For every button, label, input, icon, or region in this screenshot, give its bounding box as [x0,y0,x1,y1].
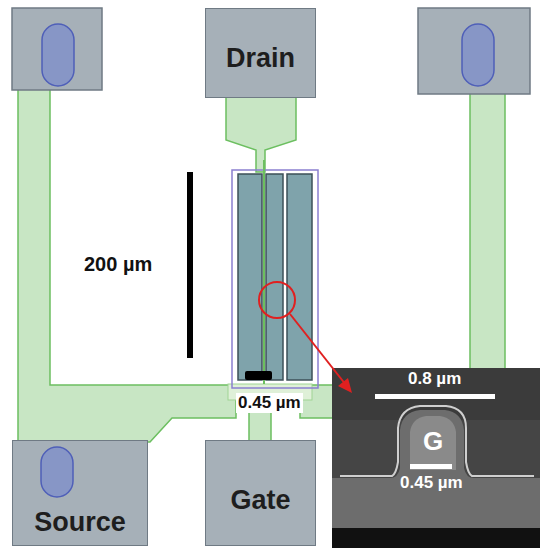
gate-pad: Gate [205,440,316,546]
dimension-label: 0.8 µm [408,369,461,389]
transistor-fingers [232,160,318,388]
zoom-arrow [290,314,346,385]
dimension-label: 0.45 µm [400,473,463,493]
scale-bar [187,172,193,358]
gate-length-bar [245,371,272,380]
dimension-label: 200 µm [84,253,152,276]
pad-label: Drain [206,43,315,74]
pad-label: Source [13,507,147,538]
source-pad: Source [12,440,148,546]
zoom-circle [259,282,295,318]
drain-pad: Drain [205,8,316,98]
pad-label: Gate [206,485,315,516]
dimension-label: 0.45 µm [236,393,303,413]
gate-label: G [423,426,443,457]
zoom-arrowhead [338,378,352,393]
sem-inset [332,368,540,548]
